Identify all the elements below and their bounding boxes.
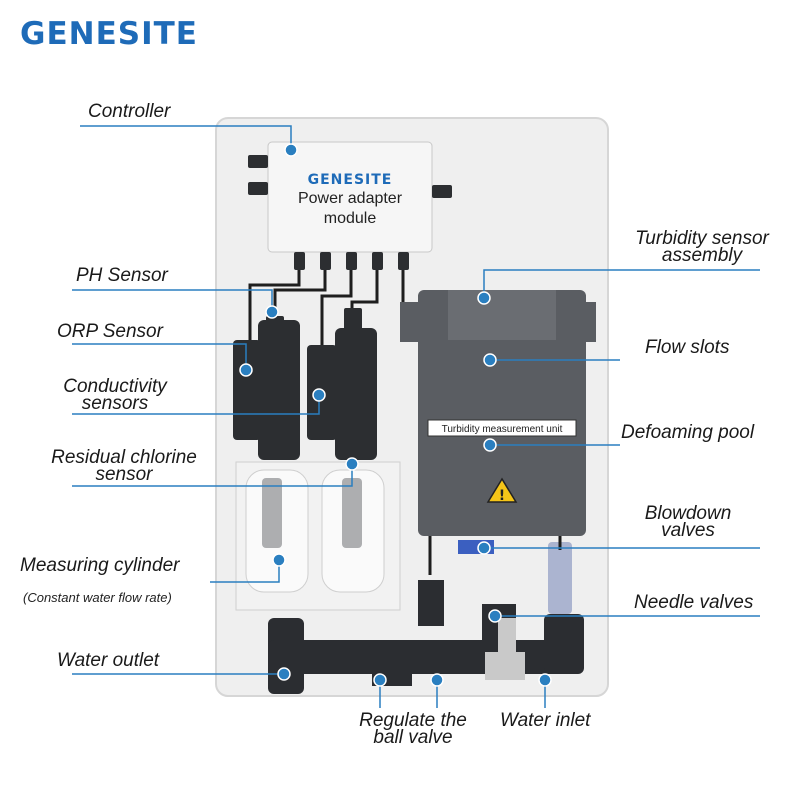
module-title-line1: Power adapter	[298, 190, 403, 207]
label-conductivity-line1: Conductivity	[63, 376, 167, 397]
label-orp-sensor: ORP Sensor	[57, 321, 163, 342]
svg-text:!: !	[499, 488, 505, 504]
label-needle-valves: Needle valves	[634, 592, 754, 613]
measuring-cylinder	[235, 461, 401, 611]
module-brand-text: GENESITE	[308, 172, 393, 188]
module-title-line2: module	[324, 210, 377, 227]
label-flow-slots: Flow slots	[645, 337, 730, 358]
label-regulate-ball-valve-line2: ball valve	[373, 727, 453, 748]
label-regulate-ball-valve: Regulate the ball valve	[338, 710, 488, 748]
label-conductivity: Conductivity sensors	[40, 376, 190, 414]
label-turbidity-assembly-line2: assembly	[661, 245, 743, 266]
label-residual-chlorine-line2: sensor	[95, 464, 153, 485]
label-blowdown-valves-line2: valves	[661, 520, 715, 541]
leader-orp-sensor	[72, 343, 247, 370]
leader-measuring-cylinder	[210, 560, 280, 583]
label-defoaming-pool: Defoaming pool	[621, 422, 755, 443]
label-controller: Controller	[88, 101, 171, 122]
label-measuring-cylinder: Measuring cylinder	[20, 555, 180, 576]
sensors	[233, 308, 377, 460]
label-residual-chlorine: Residual chlorine sensor	[36, 447, 212, 485]
label-blowdown-valves-line1: Blowdown	[644, 503, 732, 524]
label-ph-sensor: PH Sensor	[76, 265, 168, 286]
leader-controller	[80, 125, 292, 150]
label-blowdown-valves: Blowdown valves	[620, 503, 756, 541]
label-residual-chlorine-line1: Residual chlorine	[51, 447, 197, 468]
leader-ph-sensor	[72, 289, 273, 312]
power-adapter-module: GENESITE Power adapter module	[248, 141, 452, 270]
leader-turbidity-assembly	[483, 269, 760, 298]
unit-label: Turbidity measurement unit	[442, 424, 563, 435]
label-turbidity-assembly-line1: Turbidity sensor	[635, 228, 769, 249]
label-water-inlet: Water inlet	[500, 710, 591, 731]
label-regulate-ball-valve-line1: Regulate the	[359, 710, 467, 731]
label-conductivity-line2: sensors	[81, 393, 149, 414]
label-water-outlet: Water outlet	[57, 650, 160, 671]
brand-logo: GENESITE	[20, 16, 198, 52]
label-turbidity-assembly: Turbidity sensor assembly	[612, 228, 792, 266]
turbidity-housing: Turbidity measurement unit !	[400, 290, 596, 536]
leader-residual-chlorine	[72, 464, 353, 487]
label-measuring-cylinder-note: (Constant water flow rate)	[23, 590, 172, 605]
